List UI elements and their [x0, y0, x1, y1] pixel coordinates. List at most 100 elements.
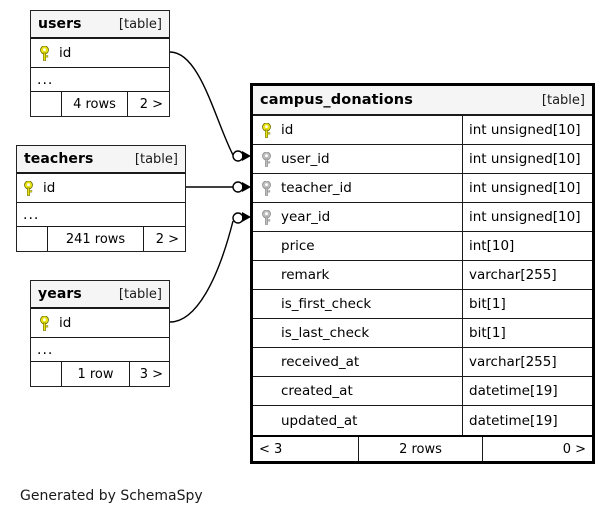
table-users-name: users [38, 16, 82, 32]
table-years-header: years [table] [31, 281, 169, 309]
key-slot-empty [261, 355, 281, 370]
column-type-cell: datetime[19] [462, 406, 592, 435]
column-name-cell: received_at [253, 348, 462, 376]
column-name-cell: id [253, 116, 462, 144]
footer-row-count: 2 rows [358, 437, 482, 461]
column-type-label: varchar[255] [469, 267, 557, 283]
table-teachers[interactable]: teachers [table] id ... 241 rows 2 > [16, 145, 186, 252]
column-type-label: datetime[19] [469, 383, 558, 399]
column-label: id [59, 315, 72, 331]
column-type-cell: int unsigned[10] [462, 145, 592, 173]
column-type-cell: bit[1] [462, 319, 592, 347]
key-icon-primary [261, 122, 281, 138]
key-icon-primary [39, 45, 59, 61]
footer-pad-cell [17, 227, 47, 251]
column-type-cell: varchar[255] [462, 348, 592, 376]
edge-users-to-campus-donations [169, 51, 234, 156]
table-row[interactable]: created_at datetime[19] [253, 377, 592, 406]
table-row[interactable]: price int[10] [253, 232, 592, 261]
column-name-cell: remark [253, 261, 462, 289]
column-name-cell: is_last_check [253, 319, 462, 347]
table-row[interactable]: received_at varchar[255] [253, 348, 592, 377]
column-type-cell: datetime[19] [462, 377, 592, 405]
generated-by-caption: Generated by SchemaSpy [20, 488, 203, 504]
column-name-cell: user_id [253, 145, 462, 173]
table-campus-donations-kind: [table] [541, 92, 585, 108]
footer-pad-cell [31, 92, 61, 116]
column-label: is_first_check [281, 296, 372, 312]
footer-child-count[interactable]: 0 > [482, 437, 592, 461]
table-row[interactable]: is_last_check bit[1] [253, 319, 592, 348]
table-campus-donations-footer: < 3 2 rows 0 > [253, 435, 592, 461]
footer-row-count: 241 rows [47, 227, 143, 251]
column-name-cell: teacher_id [253, 174, 462, 202]
column-type-label: varchar[255] [469, 354, 557, 370]
column-type-label: int unsigned[10] [469, 209, 581, 225]
table-users-ellipsis: ... [31, 67, 169, 92]
column-type-label: int unsigned[10] [469, 180, 581, 196]
column-label: created_at [281, 383, 353, 399]
footer-child-count[interactable]: 2 > [143, 227, 185, 251]
table-users-header: users [table] [31, 11, 169, 39]
table-campus-donations[interactable]: campus_donations [table] id int unsigned… [250, 83, 595, 464]
column-type-label: int unsigned[10] [469, 151, 581, 167]
table-row[interactable]: is_first_check bit[1] [253, 290, 592, 319]
table-row[interactable]: remark varchar[255] [253, 261, 592, 290]
column-type-cell: varchar[255] [462, 261, 592, 289]
key-slot-empty [261, 297, 281, 312]
column-label: remark [281, 267, 330, 283]
key-icon-foreign [261, 151, 281, 167]
column-type-cell: int unsigned[10] [462, 203, 592, 231]
table-users[interactable]: users [table] id ... 4 rows 2 > [30, 10, 170, 117]
column-label: received_at [281, 354, 360, 370]
table-campus-donations-name: campus_donations [260, 92, 413, 108]
key-icon-foreign [261, 180, 281, 196]
table-users-footer: 4 rows 2 > [31, 92, 169, 116]
table-campus-donations-header: campus_donations [table] [253, 86, 592, 116]
column-label: user_id [281, 151, 330, 167]
column-name-cell: is_first_check [253, 290, 462, 318]
footer-parent-count[interactable]: < 3 [259, 441, 283, 457]
table-users-kind: [table] [118, 16, 162, 32]
table-years-column-id[interactable]: id [31, 309, 169, 337]
key-slot-empty [261, 413, 281, 428]
column-label: teacher_id [281, 180, 352, 196]
column-type-label: bit[1] [469, 296, 506, 312]
column-type-cell: int[10] [462, 232, 592, 260]
column-name-cell: price [253, 232, 462, 260]
table-row[interactable]: user_id int unsigned[10] [253, 145, 592, 174]
column-name-cell: created_at [253, 377, 462, 405]
column-type-cell: int unsigned[10] [462, 116, 592, 144]
column-label: id [43, 180, 56, 196]
column-name-cell: id [31, 309, 169, 337]
table-row[interactable]: teacher_id int unsigned[10] [253, 174, 592, 203]
edge-endpoint-circle-years [232, 212, 244, 224]
column-name-cell: id [31, 39, 169, 67]
table-row[interactable]: id int unsigned[10] [253, 116, 592, 145]
edge-endpoint-circle-teachers [232, 181, 244, 193]
footer-row-count: 1 row [61, 362, 129, 386]
table-years[interactable]: years [table] id ... 1 row 3 > [30, 280, 170, 387]
footer-child-count[interactable]: 3 > [129, 362, 169, 386]
table-users-column-id[interactable]: id [31, 39, 169, 67]
column-label: year_id [281, 209, 331, 225]
footer-child-count[interactable]: 2 > [127, 92, 169, 116]
column-label: is_last_check [281, 325, 370, 341]
key-slot-empty [261, 384, 281, 399]
table-teachers-kind: [table] [134, 151, 178, 167]
key-icon-primary [23, 180, 43, 196]
table-teachers-ellipsis: ... [17, 202, 185, 227]
table-teachers-footer: 241 rows 2 > [17, 227, 185, 251]
column-name-cell: year_id [253, 203, 462, 231]
table-row[interactable]: updated_at datetime[19] [253, 406, 592, 435]
table-years-name: years [38, 286, 82, 302]
column-type-cell: bit[1] [462, 290, 592, 318]
key-icon-primary [39, 315, 59, 331]
column-label: price [281, 238, 315, 254]
table-row[interactable]: year_id int unsigned[10] [253, 203, 592, 232]
key-icon-foreign [261, 209, 281, 225]
column-type-label: datetime[19] [469, 412, 558, 429]
key-slot-empty [261, 268, 281, 283]
table-teachers-column-id[interactable]: id [17, 174, 185, 202]
